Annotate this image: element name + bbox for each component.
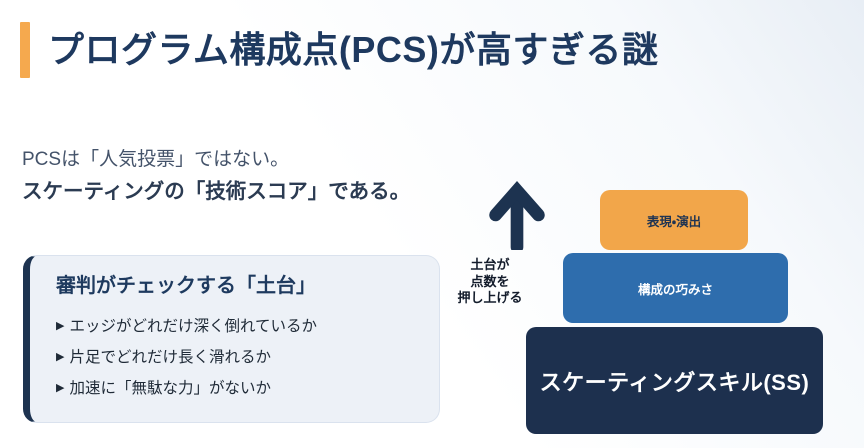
slide-header: プログラム構成点(PCS)が高すぎる謎 — [20, 22, 658, 78]
list-item: ▶ エッジがどれだけ深く倒れているか — [56, 312, 423, 343]
list-item: ▶ 加速に「無駄な力」がないか — [56, 374, 423, 405]
bullet-text: エッジがどれだけ深く倒れているか — [69, 318, 318, 335]
up-arrow-icon — [489, 181, 545, 250]
right-triangle-icon: ▶ — [56, 382, 65, 394]
arrow-label-line: 土台が — [470, 257, 510, 272]
list-item: ▶ 片足でどれだけ長く滑れるか — [56, 343, 423, 374]
tier-expression: 表現・演出 — [600, 190, 748, 250]
right-triangle-icon: ▶ — [56, 320, 65, 332]
tier-label: スケーティングスキル(SS) — [539, 369, 810, 395]
card-heading: 審判がチェックする「土台」 — [56, 275, 316, 297]
arrow-label-line: 押し上げる — [457, 290, 523, 305]
tier-composition: 構成の巧みさ — [563, 253, 788, 323]
subtitle-line-2: スケーティングの「技術スコア」である。 — [22, 180, 411, 203]
right-triangle-icon: ▶ — [56, 351, 65, 363]
foundation-card: 審判がチェックする「土台」 ▶ エッジがどれだけ深く倒れているか ▶ 片足でどれだけ… — [23, 255, 440, 423]
title-accent-bar — [20, 22, 30, 78]
subtitle-line-1: PCSは「人気投票」ではない。 — [22, 149, 290, 170]
tier-skating-skills: スケーティングスキル(SS) — [526, 327, 823, 434]
subtitle-block: PCSは「人気投票」ではない。 スケーティングの「技術スコア」である。 — [22, 147, 410, 205]
tier-label: 構成の巧みさ — [637, 282, 713, 297]
tier-label: 表現・演出 — [646, 214, 702, 229]
arrow-label: 土台が 点数を 押し上げる — [438, 257, 542, 307]
card-bullet-list: ▶ エッジがどれだけ深く倒れているか ▶ 片足でどれだけ長く滑れるか ▶ 加速に「無駄… — [56, 312, 423, 405]
bullet-text: 片足でどれだけ長く滑れるか — [69, 349, 271, 366]
page-title: プログラム構成点(PCS)が高すぎる謎 — [48, 29, 659, 71]
arrow-label-line: 点数を — [470, 273, 510, 289]
bullet-text: 加速に「無駄な力」がないか — [69, 380, 271, 397]
